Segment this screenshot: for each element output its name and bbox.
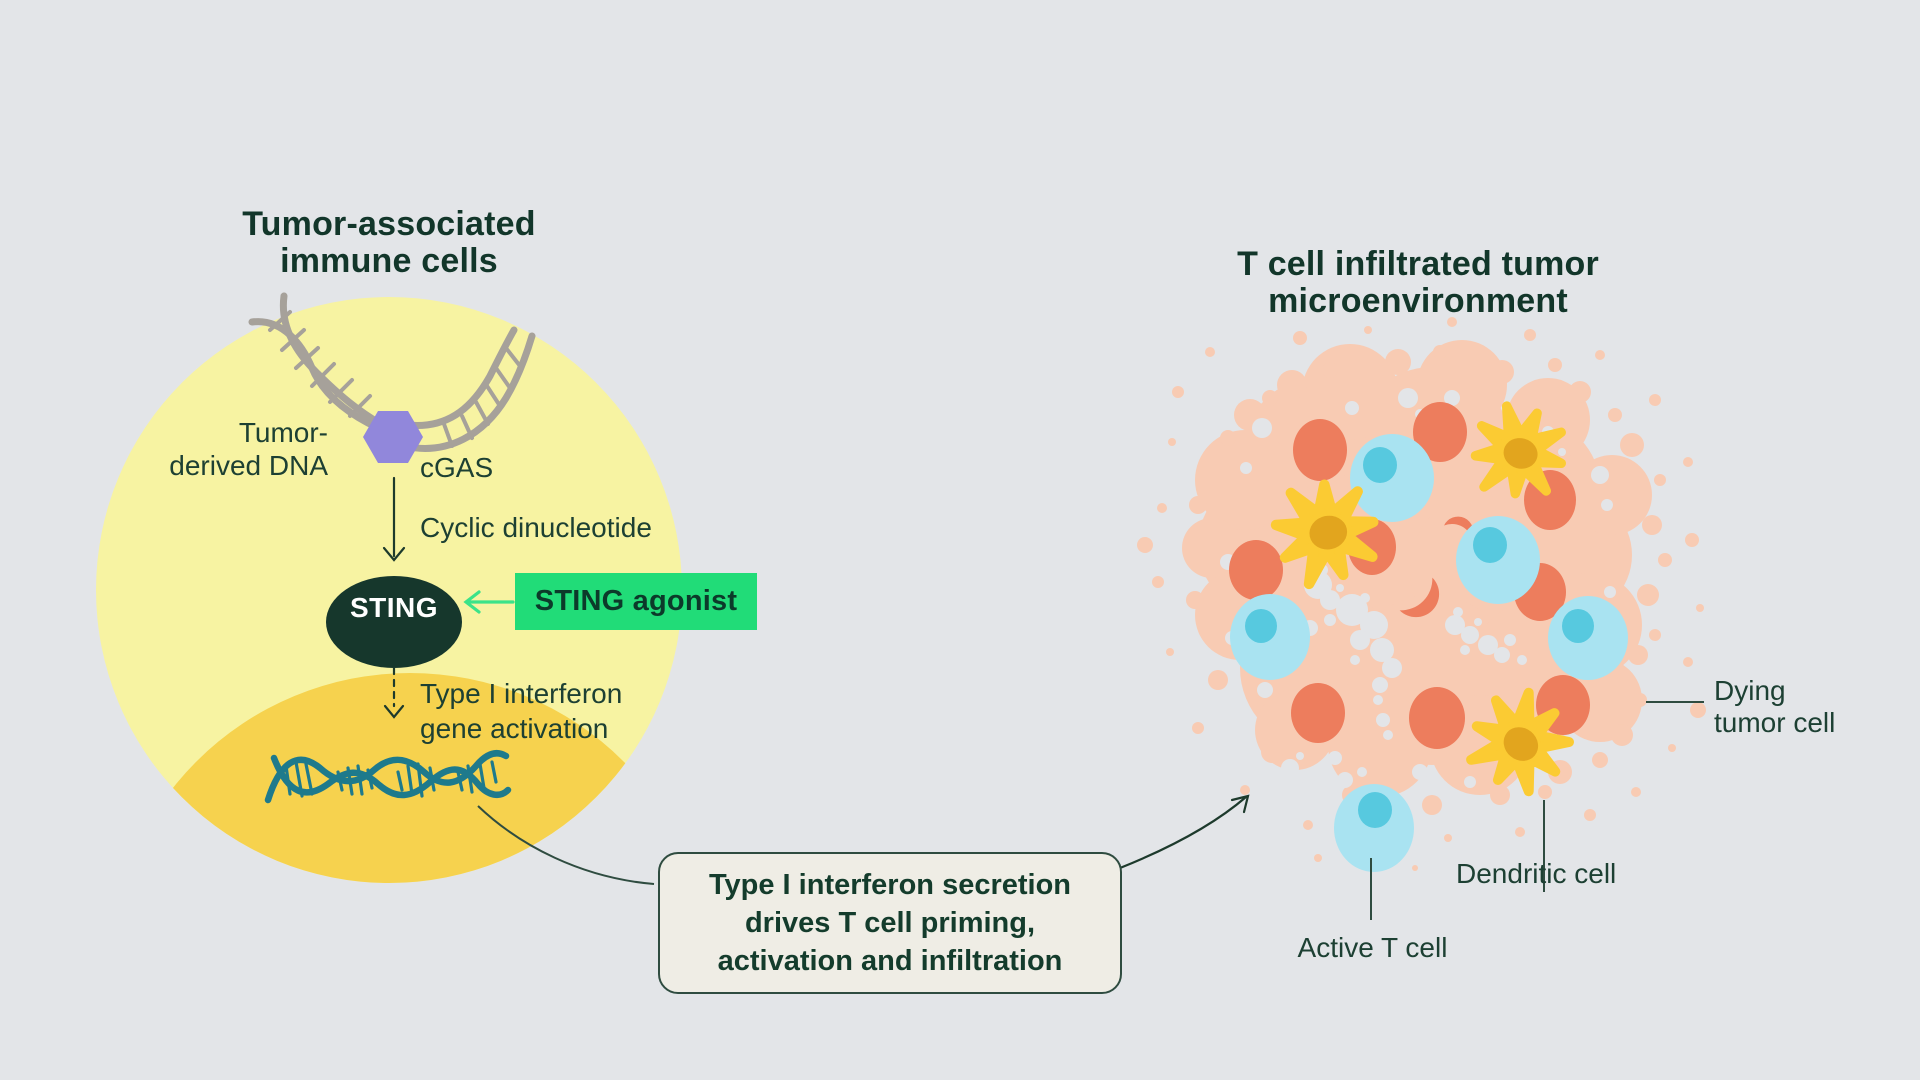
- t-cell-icon: [1456, 516, 1540, 604]
- dying-tumor-cell-label: Dying tumor cell: [1714, 675, 1835, 739]
- arrow-callout-to-tumor: [1118, 794, 1250, 870]
- tumor-dna-label-line1: Tumor-: [238, 417, 328, 448]
- arrow-sting-to-ifn: [383, 666, 405, 719]
- t-cells: [1230, 434, 1628, 872]
- tumor-cell-nuclei: [1229, 402, 1590, 749]
- active-t-cell-label: Active T cell: [1297, 932, 1448, 963]
- tumor-mass-body: [1182, 340, 1672, 815]
- t-cell-icon: [1230, 594, 1310, 680]
- right-title-line1: T cell infiltrated tumor: [1237, 245, 1599, 283]
- tumor-mass-icon: [1137, 317, 1706, 872]
- sting-agonist-label: STING agonist: [534, 585, 738, 617]
- sting-agonist-badge: STING agonist: [515, 573, 757, 630]
- callout-box: Type I interferon secretion drives T cel…: [658, 852, 1122, 994]
- satellite-dots: [1137, 317, 1706, 871]
- callout-line2: drives T cell priming,: [744, 907, 1036, 939]
- right-title-line2: microenvironment: [1268, 282, 1568, 320]
- tumor-dna-label-line2: derived DNA: [169, 450, 328, 481]
- cyclic-dinucleotide-label: Cyclic dinucleotide: [420, 512, 652, 543]
- sting-label: STING: [349, 592, 439, 623]
- connector-cell-to-callout: [477, 805, 655, 885]
- t-cell-icon: [1548, 596, 1628, 680]
- ifn-label-line1: Type I interferon: [420, 678, 623, 709]
- ifn-label-line2: gene activation: [420, 713, 609, 744]
- dying-label-line2: tumor cell: [1714, 707, 1836, 738]
- dendritic-cell-label: Dendritic cell: [1456, 858, 1617, 889]
- tumor-dna-label: Tumor- derived DNA: [140, 416, 328, 482]
- interferon-dna-icon: [264, 750, 512, 804]
- tumor-dna-icon: [248, 292, 536, 452]
- active-t-cell-icon: [1334, 784, 1414, 872]
- sting-protein-icon: [326, 576, 462, 668]
- left-title-line2: immune cells: [280, 242, 498, 280]
- right-title: T cell infiltrated tumor microenvironmen…: [1168, 246, 1668, 320]
- arrow-cgas-to-sting: [382, 476, 406, 562]
- ifn-label: Type I interferon gene activation: [420, 676, 622, 746]
- cgas-icon: [363, 411, 423, 463]
- cgas-label: cGAS: [420, 452, 494, 483]
- callout-line1: Type I interferon secretion: [708, 869, 1072, 901]
- left-title-line1: Tumor-associated: [242, 205, 536, 243]
- dying-label-line1: Dying: [1714, 675, 1786, 706]
- left-title: Tumor-associated immune cells: [189, 206, 589, 280]
- t-cell-icon: [1350, 434, 1434, 522]
- pointer-lines: [1370, 701, 1704, 920]
- callout-line3: activation and infiltration: [717, 945, 1063, 977]
- sting-agonist-arrow-icon: [463, 590, 515, 614]
